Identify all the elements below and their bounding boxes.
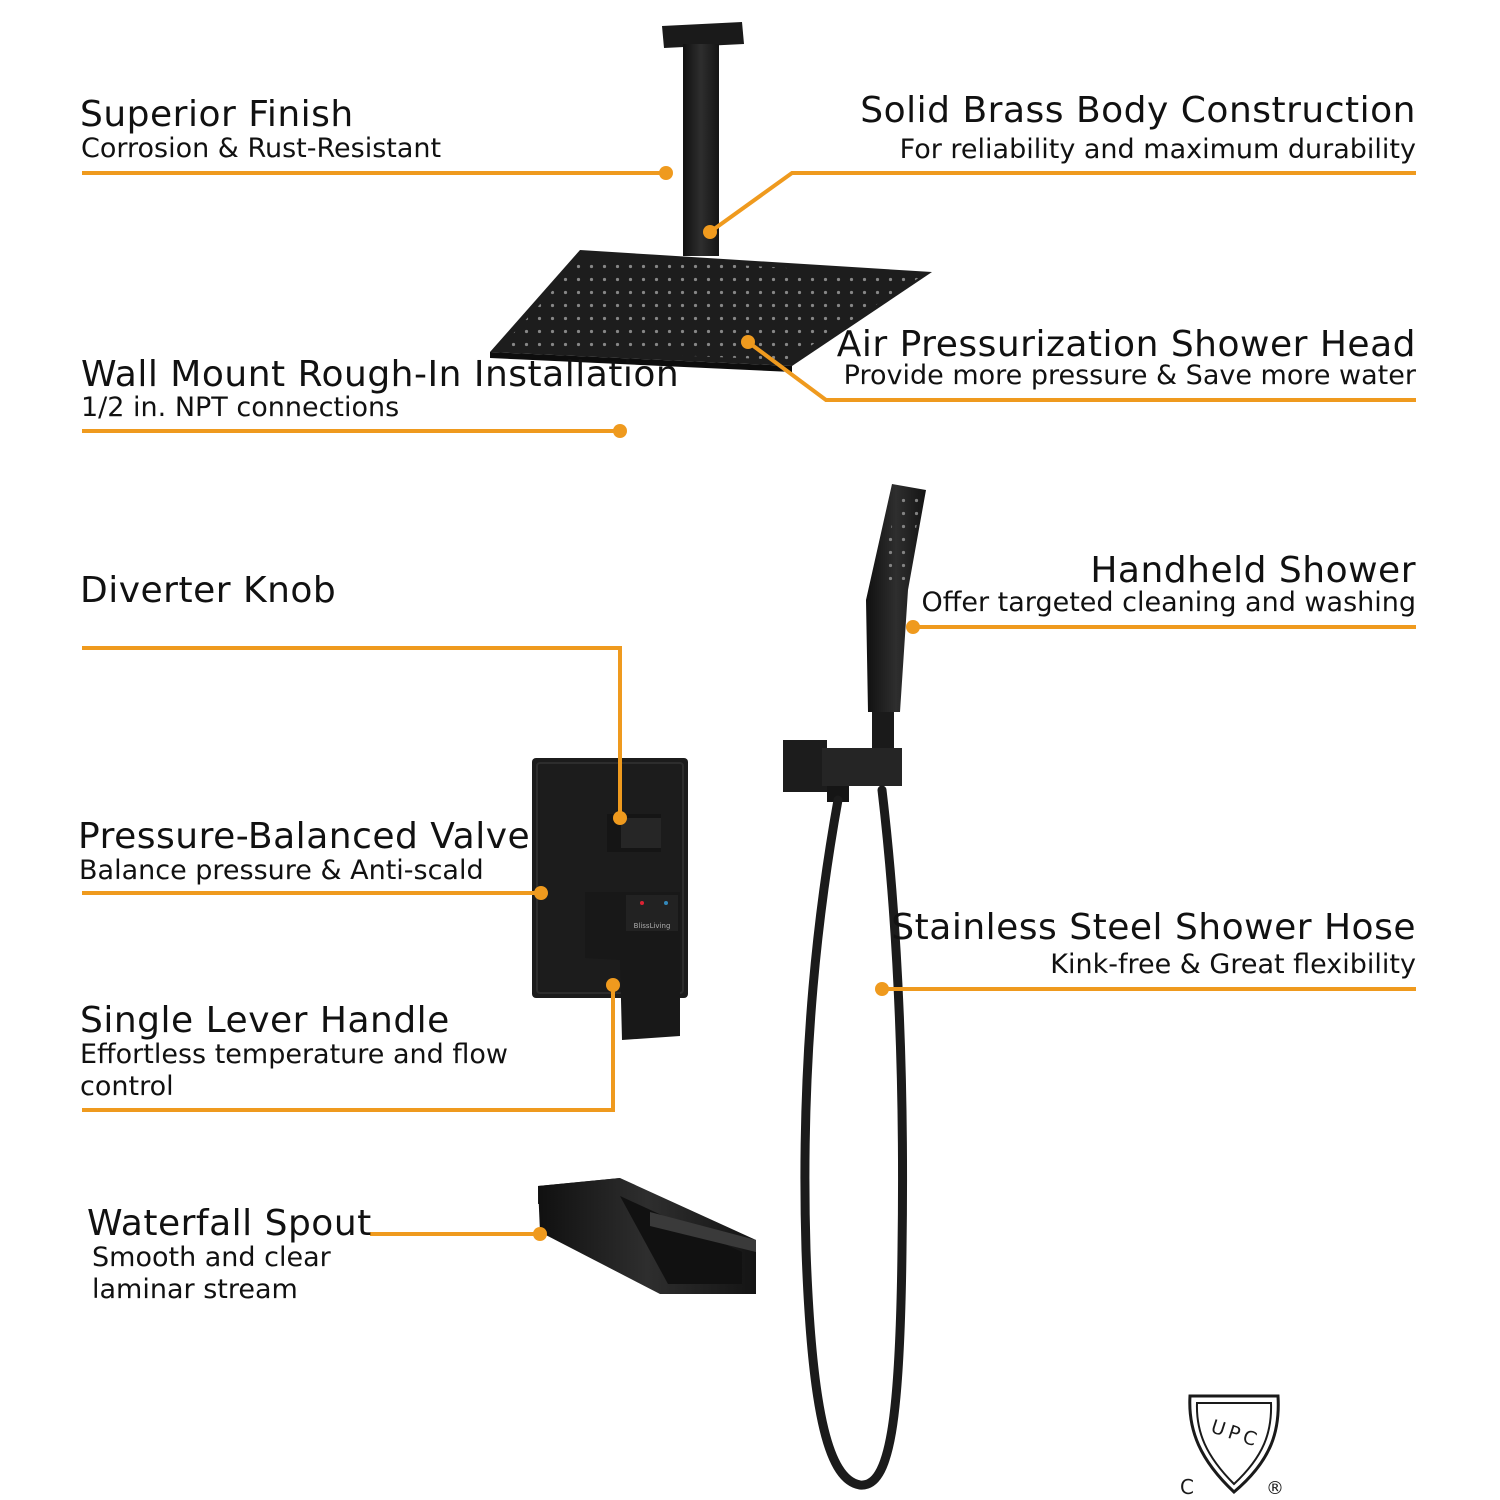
- trim-brand-mark: BlissLiving: [634, 922, 671, 930]
- ceiling-shower-arm: [662, 22, 744, 256]
- single-lever-subtitle: Effortless temperature and flow control: [80, 1039, 508, 1103]
- rain-shower-head: [490, 250, 932, 372]
- upc-c-letter: C: [1180, 1475, 1194, 1499]
- single-lever-title: Single Lever Handle: [80, 1000, 450, 1041]
- waterfall-spout-subtitle: Smooth and clear laminar stream: [92, 1242, 331, 1306]
- callout-dots: [533, 166, 920, 1241]
- solid-brass-subtitle: For reliability and maximum durability: [899, 134, 1416, 165]
- air-pressurization-subtitle: Provide more pressure & Save more water: [843, 360, 1416, 391]
- shower-hose: [800, 785, 908, 1490]
- waterfall-tub-spout: [538, 1178, 756, 1294]
- callout-line-single-lever: [82, 985, 615, 1112]
- stainless-hose-title: Stainless Steel Shower Hose: [891, 907, 1416, 948]
- pressure-balanced-title: Pressure-Balanced Valve: [78, 816, 531, 857]
- superior-finish-title: Superior Finish: [80, 94, 354, 135]
- upc-shield-icon: UPC C ®: [1180, 1394, 1284, 1499]
- handheld-shower-subtitle: Offer targeted cleaning and washing: [921, 587, 1416, 618]
- callout-line-solid-brass: [708, 171, 1416, 234]
- valve-trim-plate: BlissLiving: [532, 758, 688, 1040]
- diverter-knob-title: Diverter Knob: [80, 570, 337, 611]
- callout-lines: [82, 171, 1416, 1236]
- pressure-balanced-subtitle: Balance pressure & Anti-scald: [79, 855, 484, 886]
- wall-mount-title: Wall Mount Rough-In Installation: [81, 354, 680, 395]
- callout-line-air-pressurization: [746, 340, 1416, 402]
- waterfall-spout-title: Waterfall Spout: [87, 1203, 372, 1244]
- air-pressurization-title: Air Pressurization Shower Head: [836, 324, 1416, 365]
- wall-elbow-holder: [783, 740, 902, 802]
- upc-registered-mark: ®: [1266, 1478, 1284, 1499]
- stainless-hose-subtitle: Kink-free & Great flexibility: [1050, 949, 1416, 980]
- callout-line-diverter: [82, 646, 622, 818]
- handheld-shower: [866, 484, 926, 752]
- wall-mount-subtitle: 1/2 in. NPT connections: [81, 392, 400, 423]
- handheld-shower-title: Handheld Shower: [1090, 550, 1416, 591]
- solid-brass-title: Solid Brass Body Construction: [860, 90, 1416, 131]
- superior-finish-subtitle: Corrosion & Rust-Resistant: [81, 133, 442, 164]
